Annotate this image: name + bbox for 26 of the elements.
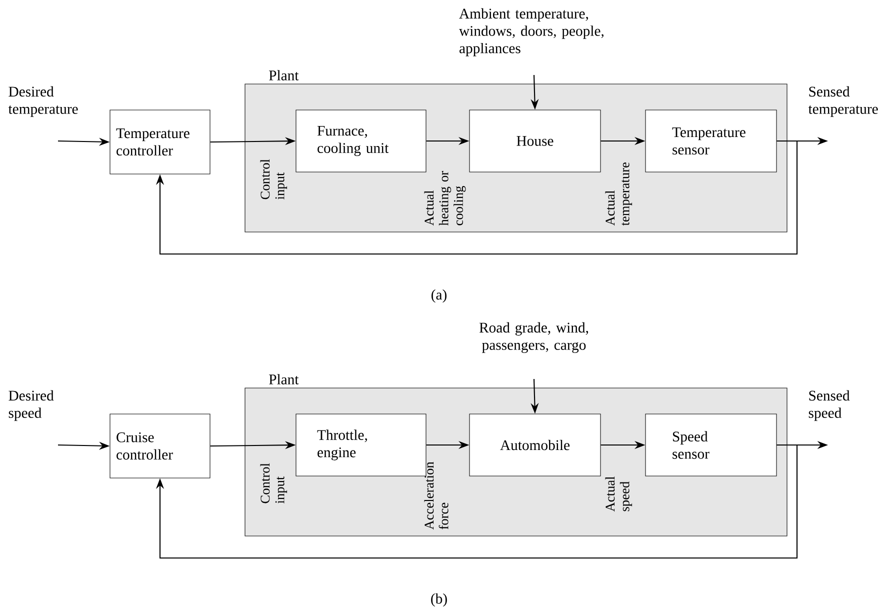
block-box: House	[469, 110, 601, 172]
signal-label: Actual temperature	[605, 162, 632, 226]
block-box: Throttle, engine	[296, 414, 426, 476]
signal-label: Desired speed	[8, 390, 54, 421]
signal-label: Actual heating or cooling	[424, 171, 466, 226]
arrow	[156, 140, 798, 255]
disturbance-label: Ambient temperature, windows, doors, people, appliances	[459, 8, 604, 56]
panel-caption: (a)	[432, 289, 446, 303]
block-box: Furnace, cooling unit	[296, 110, 426, 172]
block-box: Temperature sensor	[645, 110, 777, 172]
disturbance-label: Road grade, wind, passengers, cargo	[479, 322, 588, 353]
block-box: Temperature controller	[110, 110, 210, 174]
signal-label: Acceleration force	[424, 462, 448, 530]
signal-label: Sensed speed	[808, 390, 850, 421]
block-box: Speed sensor	[645, 414, 777, 476]
signal-label: Desired temperature	[8, 86, 78, 117]
signal-label: Sensed temperature	[808, 86, 878, 117]
block-box: Cruise controller	[110, 414, 210, 478]
arrow	[156, 444, 798, 559]
signal-label: Actual speed	[605, 476, 632, 512]
signal-label: Control input	[260, 463, 288, 504]
panel-caption: (b)	[431, 593, 447, 607]
node-label: Plant	[269, 374, 299, 384]
node-label: Plant	[269, 70, 299, 80]
block-box: Automobile	[469, 414, 601, 476]
signal-label: Control input	[260, 159, 288, 200]
